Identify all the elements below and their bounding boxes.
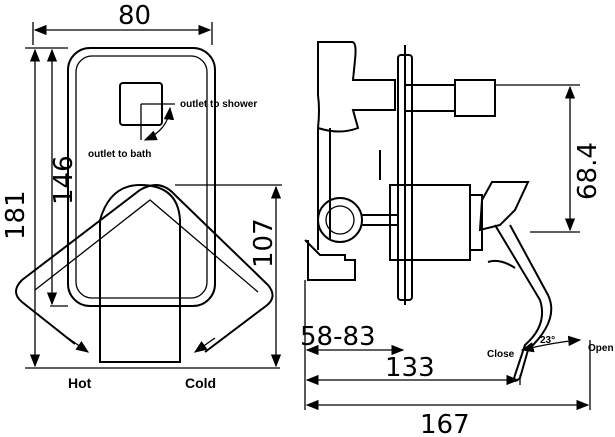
- dim-80: 80: [118, 1, 151, 31]
- connectors: [362, 150, 398, 226]
- lever-bend: [487, 259, 516, 269]
- open-label: Open: [588, 343, 614, 354]
- ext-lines-181: [25, 47, 280, 369]
- angle-arc: [520, 335, 582, 353]
- ext-lines-side: [304, 280, 591, 410]
- dim-181: 181: [1, 190, 31, 240]
- dim-107: 107: [249, 218, 279, 268]
- side-view: 68.4 58-83 133 167 23° Close Open: [300, 41, 614, 437]
- lever-inner: [34, 199, 259, 293]
- cold-arrow: [193, 337, 216, 353]
- ext-lines-68: [495, 84, 580, 233]
- hot-arrow: [67, 337, 90, 353]
- lever-head: [478, 181, 530, 232]
- cartridge-body: [389, 184, 483, 261]
- valve-body: [304, 128, 356, 281]
- ext-lines-80: [32, 22, 213, 45]
- dim-167: 167: [420, 410, 470, 437]
- dim-58-83: 58-83: [300, 322, 376, 352]
- front-view: outlet to shower outlet to bath Hot Cold…: [1, 1, 282, 391]
- valve-port: [317, 197, 363, 243]
- valve-port-inner: [325, 205, 355, 235]
- diverter-body: [316, 41, 396, 133]
- dim-68-4: 68.4: [573, 142, 603, 200]
- angle-23: 23°: [540, 335, 555, 346]
- diverter-knob-side: [454, 79, 496, 117]
- hot-label: Hot: [68, 375, 92, 391]
- diverter-axes: [140, 103, 175, 140]
- outlet-shower-label: outlet to shower: [180, 99, 257, 110]
- cover-plate-inner: [75, 55, 208, 299]
- dim-133: 133: [385, 353, 435, 383]
- close-label: Close: [487, 349, 515, 360]
- dim-146: 146: [49, 155, 79, 205]
- cold-label: Cold: [185, 375, 216, 391]
- outlet-bath-label: outlet to bath: [88, 149, 151, 160]
- lever-outline: [15, 184, 274, 353]
- wall-plate-edge: [397, 54, 413, 301]
- lever-body: [99, 183, 181, 363]
- cover-plate: [67, 47, 216, 307]
- diverter-arrow: [143, 106, 175, 141]
